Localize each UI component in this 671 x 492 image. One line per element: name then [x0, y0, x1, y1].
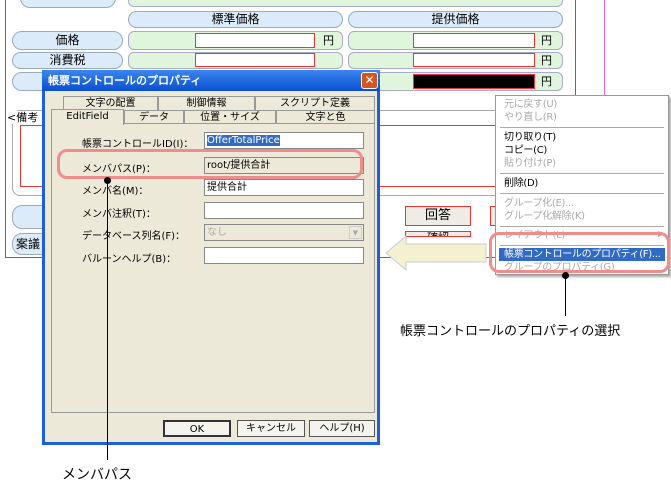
tax-offer-input[interactable] [413, 53, 535, 67]
ok-button[interactable]: OK [163, 420, 231, 437]
menu-item-group-properties[interactable]: グループのプロパティ(G) [504, 262, 615, 273]
balloon-help-input[interactable] [204, 247, 364, 264]
label-member-note: メンバ注釈(T)： [82, 209, 156, 220]
context-menu: 元に戻す(U) やり直し(R) 切り取り(T) コピー(C) 貼り付け(P) 削… [495, 95, 669, 275]
row-label-price: 価格 [12, 31, 123, 50]
menu-item-layout[interactable]: レイアウト(L) [504, 230, 565, 241]
tab-data[interactable]: データ [124, 110, 184, 124]
tab-alignment[interactable]: 文字の配置 [63, 96, 158, 110]
menu-item-group[interactable]: グループ化(E)... [504, 198, 574, 209]
tab-control-info[interactable]: 制御情報 [158, 96, 255, 110]
menu-item-cut[interactable]: 切り取り(T) [504, 132, 556, 143]
properties-dialog: 帳票コントロールのプロパティ ✕ 文字の配置 制御情報 スクリプト定義 Edit… [42, 70, 380, 445]
highlight-member-path [57, 149, 363, 179]
form-border-left [5, 0, 6, 258]
answer-button[interactable]: 回答 [405, 206, 471, 226]
label-member-path: メンバパス(P)： [82, 164, 156, 175]
callout-member-path: メンバパス [62, 467, 132, 483]
unit: 円 [541, 54, 552, 67]
price-offer-input[interactable] [413, 33, 535, 48]
unit: 円 [323, 34, 334, 47]
close-icon[interactable]: ✕ [361, 72, 378, 89]
top-green [128, 0, 563, 7]
menu-separator [500, 193, 664, 194]
label-member-name: メンバ名(M)： [82, 186, 149, 197]
chevron-down-icon: ▼ [349, 226, 362, 239]
label-balloon-help: バルーンヘルプ(B)： [82, 254, 177, 265]
tab-script[interactable]: スクリプト定義 [255, 96, 375, 110]
menu-separator [500, 173, 664, 174]
dialog-title-text: 帳票コントロールのプロパティ [48, 74, 202, 87]
menu-item-copy[interactable]: コピー(C) [504, 145, 547, 156]
cancel-button[interactable]: キャンセル [237, 420, 305, 437]
callout-dot [562, 272, 569, 279]
menu-item-undo[interactable]: 元に戻す(U) [504, 99, 558, 110]
arrow-left-icon [385, 234, 487, 272]
col-header-standard: 標準価格 [128, 11, 343, 28]
menu-item-paste[interactable]: 貼り付け(P) [504, 158, 556, 169]
top-pill [20, 0, 116, 8]
menu-separator [500, 226, 664, 227]
row-label-tax: 消費税 [12, 52, 123, 69]
control-id-input[interactable]: OfferTotalPrice [204, 132, 364, 149]
callout-menu-select: 帳票コントロールのプロパティの選択 [400, 324, 621, 339]
tax-standard-input[interactable] [195, 53, 315, 67]
label-control-id: 帳票コントロールID(I)： [82, 139, 194, 150]
tab-panel: 帳票コントロールID(I)： OfferTotalPrice メンバパス(P)：… [51, 123, 375, 413]
callout-dot [104, 177, 111, 184]
member-note-input[interactable] [204, 202, 364, 219]
menu-separator [500, 245, 664, 246]
control-id-value: OfferTotalPrice [207, 135, 280, 146]
dialog-title: 帳票コントロールのプロパティ ✕ [42, 70, 380, 91]
help-button[interactable]: ヘルプ(H) [309, 420, 375, 437]
menu-item-delete[interactable]: 削除(D) [504, 178, 539, 189]
callout-line-member-path [107, 180, 108, 460]
tab-editfield[interactable]: EditField [51, 109, 124, 125]
menu-item-redo[interactable]: やり直し(R) [504, 112, 557, 123]
member-path-field: root/提供合計 [204, 157, 364, 174]
tab-position-size[interactable]: 位置・サイズ [184, 110, 276, 124]
confirm-button[interactable]: 確認 [405, 231, 471, 237]
unit: 円 [541, 34, 552, 47]
menu-separator [500, 127, 664, 128]
unit: 円 [541, 75, 552, 88]
total-offer-input[interactable] [413, 74, 535, 89]
tab-text-color[interactable]: 文字と色 [276, 110, 375, 124]
remarks-label: <備考 [7, 111, 39, 124]
price-standard-input[interactable] [195, 33, 315, 48]
menu-item-ungroup[interactable]: グループ化解除(K) [504, 211, 585, 222]
db-column-value: なし [207, 227, 227, 238]
callout-line-menu [565, 276, 566, 316]
db-column-select[interactable]: なし ▼ [204, 224, 364, 241]
highlight-menu-item [489, 232, 670, 273]
menu-item-form-control-properties[interactable] [499, 248, 665, 261]
label-db-column: データベース列名(F)： [82, 231, 186, 242]
member-name-input[interactable]: 提供合計 [204, 179, 364, 196]
menu-item-label: 帳票コントロールのプロパティ(F)... [504, 249, 661, 260]
col-header-offer: 提供価格 [348, 11, 563, 28]
